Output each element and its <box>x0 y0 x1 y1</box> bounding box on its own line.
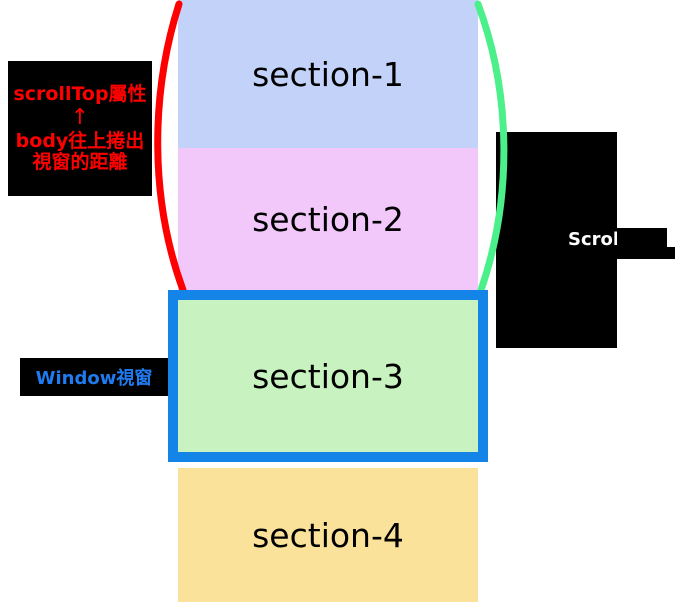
scrolltop-desc-line-2: 視窗的距離 <box>32 151 128 174</box>
section-4-label: section-4 <box>252 515 404 555</box>
section-block-1: section-1 <box>178 0 478 148</box>
caption-mask-secondary <box>585 247 675 259</box>
section-2-label: section-2 <box>252 199 404 239</box>
caption-mask <box>617 228 667 249</box>
section-block-4: section-4 <box>178 468 478 602</box>
section-1-label: section-1 <box>252 54 404 94</box>
section-block-3: section-3 <box>178 300 478 452</box>
section-block-2: section-2 <box>178 148 478 290</box>
scrolltop-desc-line-1: body往上捲出 <box>15 129 145 152</box>
window-annotation-label: Window視窗 <box>35 368 153 389</box>
window-viewport-frame: section-3 <box>168 290 488 462</box>
scrolltop-title: scrollTop屬性 <box>13 82 147 105</box>
scrollheight-annotation-label: Scroll <box>568 229 626 251</box>
window-annotation: Window視窗 <box>20 358 168 396</box>
scrollheight-annotation: Scroll <box>496 132 625 348</box>
up-arrow-icon: ↑ <box>70 104 90 130</box>
section-3-label: section-3 <box>252 356 404 396</box>
scrolltop-annotation: scrollTop屬性 ↑ body往上捲出 視窗的距離 <box>8 61 152 196</box>
